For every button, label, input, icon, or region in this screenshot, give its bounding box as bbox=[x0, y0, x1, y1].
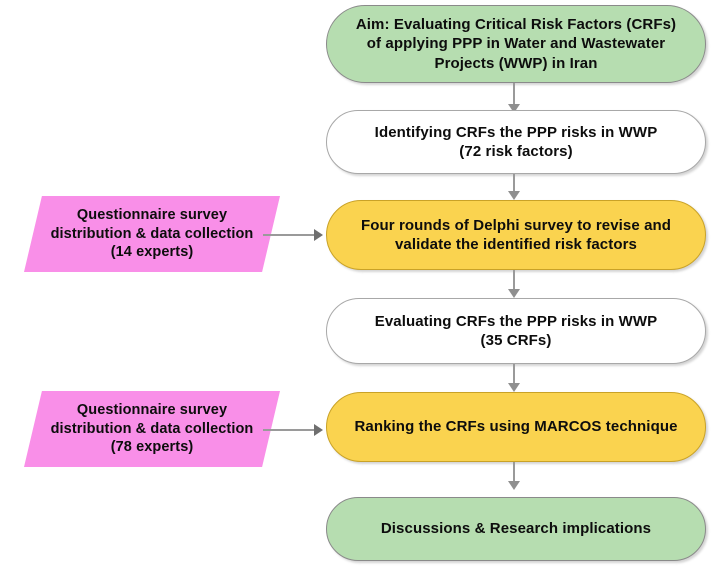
node-aim[interactable]: Aim: Evaluating Critical Risk Factors (C… bbox=[326, 5, 706, 83]
node-ranking-marcos[interactable]: Ranking the CRFs using MARCOS technique bbox=[326, 392, 706, 462]
arrowhead-survey14-to-delphi bbox=[314, 229, 323, 241]
node-identify-crfs[interactable]: Identifying CRFs the PPP risks in WWP (7… bbox=[326, 110, 706, 174]
node-aim-label: Aim: Evaluating Critical Risk Factors (C… bbox=[355, 16, 677, 72]
connector-survey78-to-ranking bbox=[263, 429, 317, 431]
node-discussions-implications[interactable]: Discussions & Research implications bbox=[326, 497, 706, 561]
node-ranking-marcos-label: Ranking the CRFs using MARCOS technique bbox=[354, 418, 678, 436]
arrowhead-survey78-to-ranking bbox=[314, 424, 323, 436]
node-discussions-implications-label: Discussions & Research implications bbox=[380, 520, 652, 538]
node-identify-crfs-label: Identifying CRFs the PPP risks in WWP (7… bbox=[374, 123, 658, 160]
node-delphi-survey[interactable]: Four rounds of Delphi survey to revise a… bbox=[326, 200, 706, 270]
connector-survey14-to-delphi bbox=[263, 234, 317, 236]
node-questionnaire-survey-78[interactable]: Questionnaire survey distribution & data… bbox=[24, 391, 280, 467]
node-questionnaire-survey-78-label: Questionnaire survey distribution & data… bbox=[50, 402, 254, 456]
node-evaluate-crfs-label: Evaluating CRFs the PPP risks in WWP (35… bbox=[374, 312, 658, 349]
node-evaluate-crfs[interactable]: Evaluating CRFs the PPP risks in WWP (35… bbox=[326, 298, 706, 364]
arrowhead-delphi-to-evaluate bbox=[508, 289, 520, 298]
arrowhead-ranking-to-discussion bbox=[508, 481, 520, 490]
node-questionnaire-survey-14[interactable]: Questionnaire survey distribution & data… bbox=[24, 196, 280, 272]
connector-evaluate-to-ranking bbox=[513, 364, 515, 386]
arrowhead-aim-to-identify bbox=[508, 104, 520, 113]
arrowhead-identify-to-delphi bbox=[508, 191, 520, 200]
arrowhead-evaluate-to-ranking bbox=[508, 383, 520, 392]
connector-aim-to-identify bbox=[513, 83, 515, 107]
connector-identify-to-delphi bbox=[513, 174, 515, 194]
node-delphi-survey-label: Four rounds of Delphi survey to revise a… bbox=[360, 216, 672, 253]
connector-ranking-to-discussion bbox=[513, 462, 515, 484]
node-questionnaire-survey-14-label: Questionnaire survey distribution & data… bbox=[50, 207, 254, 261]
connector-delphi-to-evaluate bbox=[513, 270, 515, 292]
